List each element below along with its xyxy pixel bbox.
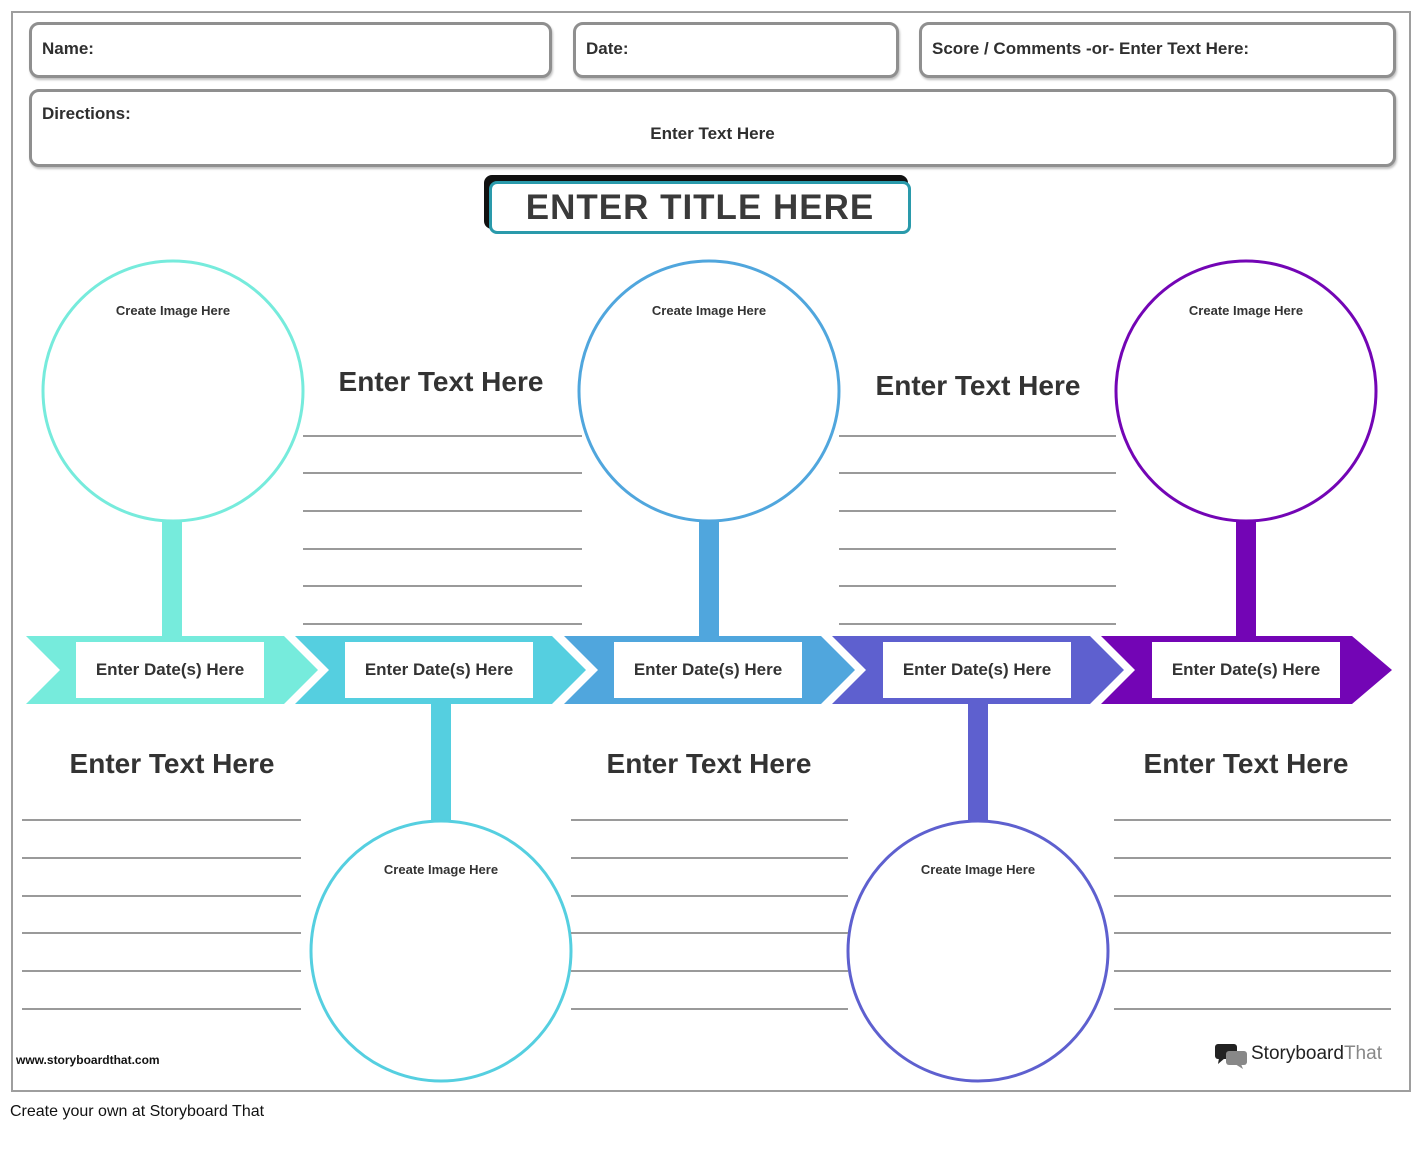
writing-line	[839, 585, 1116, 587]
date-field[interactable]: Date:	[573, 22, 899, 78]
writing-line	[1114, 1008, 1391, 1010]
circle-label-1[interactable]: Create Image Here	[115, 303, 231, 318]
name-label: Name:	[42, 39, 94, 58]
directions-label: Directions:	[42, 104, 131, 123]
date-box-5[interactable]: Enter Date(s) Here	[1152, 642, 1340, 698]
writing-line	[839, 510, 1116, 512]
writing-line	[22, 1008, 301, 1010]
brand-bold: Storyboard	[1251, 1043, 1344, 1064]
date-box-2[interactable]: Enter Date(s) Here	[345, 642, 533, 698]
writing-line	[22, 932, 301, 934]
circle-label-4[interactable]: Create Image Here	[920, 862, 1036, 877]
directions-text: Enter Text Here	[650, 124, 775, 143]
writing-line	[1114, 895, 1391, 897]
page-title[interactable]: ENTER TITLE HERE	[489, 181, 911, 234]
writing-line	[1114, 857, 1391, 859]
writing-line	[22, 819, 301, 821]
image-circle-4	[846, 819, 1110, 1083]
writing-line	[571, 970, 848, 972]
writing-line	[571, 1008, 848, 1010]
score-label: Score / Comments -or- Enter Text Here:	[932, 39, 1250, 58]
text-heading-4[interactable]: Enter Text Here	[875, 370, 1081, 401]
writing-line	[1114, 970, 1391, 972]
writing-line	[303, 510, 582, 512]
text-heading-1[interactable]: Enter Text Here	[69, 748, 275, 779]
footer-url[interactable]: www.storyboardthat.com	[16, 1053, 160, 1067]
text-heading-5[interactable]: Enter Text Here	[1143, 748, 1349, 779]
writing-line	[571, 819, 848, 821]
writing-line	[839, 472, 1116, 474]
stem-2	[431, 702, 451, 822]
stem-3	[699, 520, 719, 638]
writing-line	[839, 623, 1116, 625]
date-box-3[interactable]: Enter Date(s) Here	[614, 642, 802, 698]
brand-light: That	[1343, 1043, 1382, 1064]
writing-line	[303, 435, 582, 437]
writing-line	[839, 548, 1116, 550]
writing-line	[839, 435, 1116, 437]
image-circle-3	[577, 259, 841, 523]
writing-line	[571, 895, 848, 897]
score-field[interactable]: Score / Comments -or- Enter Text Here:	[919, 22, 1396, 78]
writing-line	[303, 472, 582, 474]
writing-line	[1114, 932, 1391, 934]
writing-line	[571, 857, 848, 859]
writing-line	[22, 895, 301, 897]
image-circle-1	[41, 259, 305, 523]
speech-bubbles-icon	[1215, 1044, 1247, 1069]
writing-line	[303, 548, 582, 550]
writing-line	[1114, 819, 1391, 821]
stem-1	[162, 520, 182, 638]
circle-label-5[interactable]: Create Image Here	[1188, 303, 1304, 318]
brand-text: StoryboardThat	[1251, 1043, 1382, 1065]
writing-line	[571, 932, 848, 934]
writing-line	[303, 585, 582, 587]
circle-label-3[interactable]: Create Image Here	[651, 303, 767, 318]
image-circle-2	[309, 819, 573, 1083]
date-box-1[interactable]: Enter Date(s) Here	[76, 642, 264, 698]
page-caption[interactable]: Create your own at Storyboard That	[10, 1103, 265, 1120]
stem-5	[1236, 520, 1256, 638]
writing-line	[22, 970, 301, 972]
writing-line	[303, 623, 582, 625]
text-heading-2[interactable]: Enter Text Here	[338, 366, 544, 397]
writing-line	[22, 857, 301, 859]
text-heading-3[interactable]: Enter Text Here	[606, 748, 812, 779]
image-circle-5	[1114, 259, 1378, 523]
directions-field[interactable]: Directions: Enter Text Here	[29, 89, 1396, 167]
stem-4	[968, 702, 988, 822]
date-box-4[interactable]: Enter Date(s) Here	[883, 642, 1071, 698]
storyboardthat-logo[interactable]: StoryboardThat	[1215, 1040, 1395, 1070]
name-field[interactable]: Name:	[29, 22, 552, 78]
date-label: Date:	[586, 39, 629, 58]
circle-label-2[interactable]: Create Image Here	[383, 862, 499, 877]
